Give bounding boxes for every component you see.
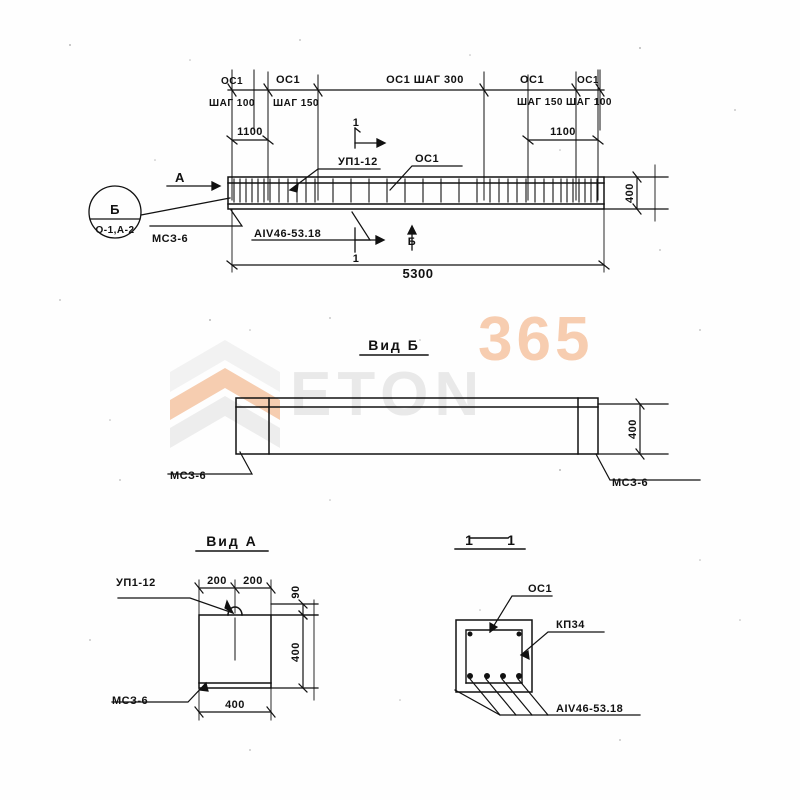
view-a-label-msz-text: МСЗ-6 — [112, 695, 148, 707]
view-a-group — [111, 550, 319, 721]
view-a-label-up-text: УП1-12 — [116, 577, 156, 589]
dim-400-viewb-text: 400 — [627, 419, 639, 439]
balloon-lower-text: О-1,А-2 — [95, 225, 134, 236]
view-b-label-right: МСЗ-6 — [612, 477, 648, 489]
leader-os1-section — [489, 595, 553, 634]
chain-step-5: ШАГ 100 — [566, 97, 612, 108]
stirrups-middle-sparse — [332, 178, 478, 203]
balloon-upper-text: Б — [110, 202, 120, 217]
leader-up1-12-viewa — [117, 597, 235, 615]
section-11-group — [454, 537, 641, 716]
leader-kp34 — [519, 631, 605, 661]
section-marker-1-top — [354, 127, 387, 149]
stirrups-right-medium — [489, 178, 554, 203]
section-mark-b-text: Б — [408, 236, 416, 248]
section-11-title-right: 1 — [507, 532, 517, 548]
dim-1100-right-text: 1100 — [550, 126, 576, 138]
leader-os1 — [389, 165, 463, 191]
section-arrow-a — [166, 180, 222, 192]
detail-balloon — [88, 185, 231, 239]
beam-elevation-body — [227, 176, 605, 210]
dim-400-horizontal-text: 400 — [225, 699, 245, 711]
section-11-bars — [467, 631, 522, 679]
dim-1100-left — [226, 135, 274, 145]
dim-200-left-text: 200 — [207, 575, 227, 587]
chain-step-2: ШАГ 150 — [273, 98, 319, 109]
chain-name-2: ОС1 — [276, 74, 300, 86]
dim-chain-upper — [227, 83, 605, 97]
section-marker-b — [406, 224, 418, 251]
paper-noise — [59, 39, 741, 751]
chain-name-5: ОС1 — [577, 75, 599, 86]
view-b-group — [167, 354, 701, 481]
leader-rebar-main — [251, 211, 372, 241]
chain-step-4: ШАГ 150 — [517, 97, 563, 108]
leader-rebar-main-text: АIV46-53.18 — [254, 228, 321, 240]
dim-400-viewb — [597, 398, 669, 460]
dim-400-vertical — [270, 599, 319, 701]
leader-up1-12-text: УП1-12 — [338, 156, 378, 168]
main-elevation-view — [88, 69, 669, 273]
watermark-logo-icon — [170, 340, 280, 448]
dim-400-horizontal — [194, 687, 276, 721]
dim-400-vertical-text: 400 — [290, 642, 302, 662]
section-11-rebar-fan — [454, 678, 641, 716]
view-b-label-left: МСЗ-6 — [170, 470, 206, 482]
chain-name-3: ОС1 ШАГ 300 — [386, 74, 464, 86]
leader-msz6-viewa — [111, 681, 209, 703]
dim-1100-left-text: 1100 — [237, 126, 263, 138]
leader-msz6-left — [167, 451, 254, 475]
section-arrow-a-text: А — [175, 170, 185, 185]
dim-5300-text: 5300 — [403, 266, 434, 281]
stirrups-left-dense — [233, 178, 271, 203]
view-a-title: Вид А — [206, 533, 258, 549]
dim-90-text: 90 — [290, 585, 302, 598]
section-11-label-kp: КП34 — [556, 619, 585, 631]
section-11-label-rebar: АIV46-53.18 — [556, 703, 623, 715]
dim-1100-right — [522, 135, 604, 145]
section-marker-1-bottom — [354, 227, 386, 253]
leader-os1-text: ОС1 — [415, 153, 439, 165]
leader-up1-12 — [288, 168, 381, 193]
dim-5300 — [226, 208, 610, 273]
chain-step-1: ШАГ 100 — [209, 98, 255, 109]
leader-msz6-main-text: МСЗ-6 — [152, 233, 188, 245]
dim-chain-lower — [231, 95, 599, 113]
leader-msz6-main — [149, 209, 244, 227]
watermark-word: ETON — [290, 360, 485, 429]
extension-lines — [231, 69, 601, 201]
section-mark-1-bottom-text: 1 — [353, 253, 360, 265]
stirrups-right-dense — [560, 178, 598, 203]
section-11-outline — [455, 619, 533, 693]
leader-msz6-right — [595, 453, 701, 481]
view-b-beam — [235, 397, 599, 455]
chain-name-1: ОС1 — [221, 76, 243, 87]
watermark-number: 365 — [478, 305, 593, 374]
dim-400-main-height — [603, 164, 669, 222]
dim-400-main-text: 400 — [624, 183, 636, 203]
view-a-section-box — [198, 614, 272, 689]
chain-name-4: ОС1 — [520, 74, 544, 86]
dim-200-pair — [194, 579, 276, 616]
section-11-stirrup — [465, 629, 523, 684]
section-11-label-os: ОС1 — [528, 583, 552, 595]
section-11-title-left: 1 — [465, 532, 475, 548]
section-mark-1-top-text: 1 — [353, 117, 360, 129]
view-b-title: Вид Б — [368, 337, 420, 353]
dim-200-right-text: 200 — [243, 575, 263, 587]
